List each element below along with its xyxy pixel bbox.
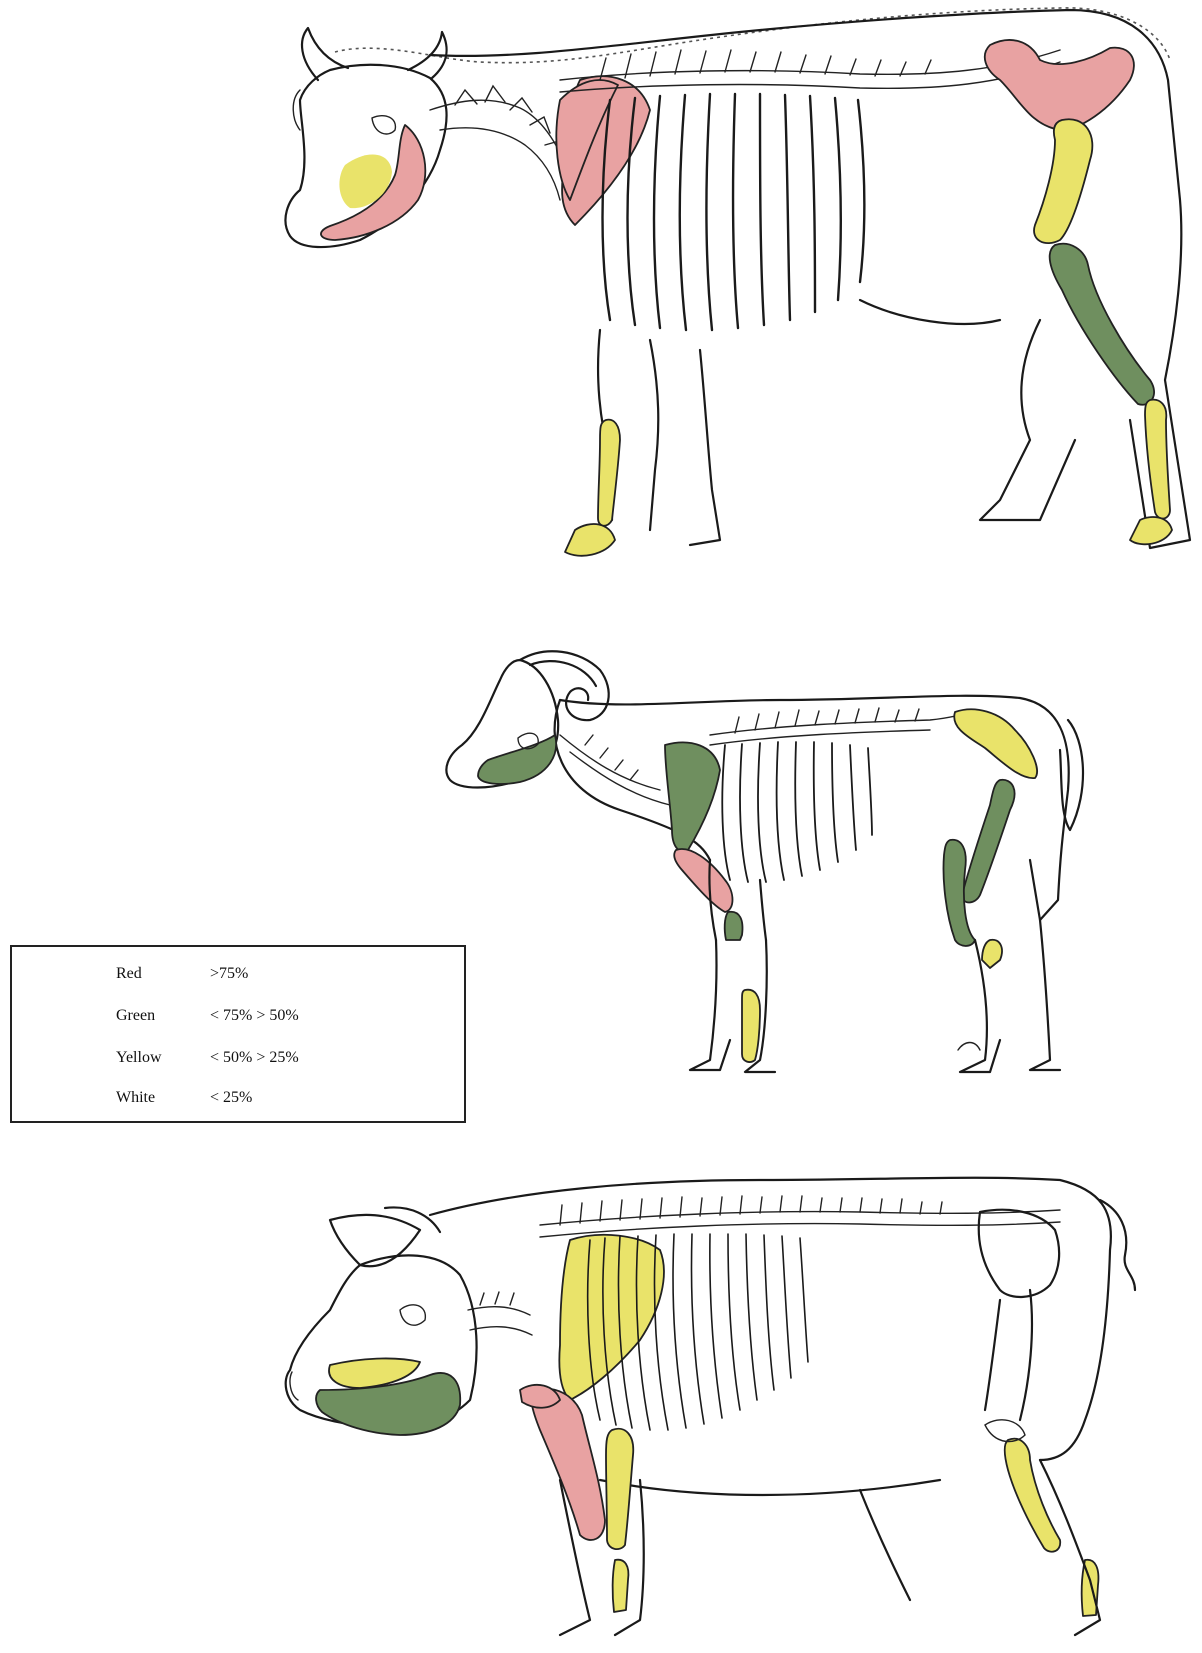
legend-value: >75% <box>210 965 248 983</box>
legend-row-white: White < 25% <box>12 1085 464 1115</box>
legend-label: White <box>116 1089 155 1107</box>
cow-illustration <box>0 0 1202 580</box>
legend-row-yellow: Yellow < 50% > 25% <box>12 1045 464 1075</box>
sheep-ribcage <box>722 742 872 882</box>
legend-box: Red >75% Green < 75% > 50% Yellow < 50% … <box>10 945 466 1123</box>
legend-label: Green <box>116 1007 155 1025</box>
sheep-illustration <box>0 620 1202 940</box>
legend-label: Red <box>116 965 142 983</box>
legend-value: < 50% > 25% <box>210 1049 299 1067</box>
pig-illustration <box>0 1160 1202 1650</box>
cow-vertebra-spines <box>600 50 931 80</box>
legend-row-green: Green < 75% > 50% <box>12 1003 464 1033</box>
legend-row-red: Red >75% <box>12 961 464 991</box>
legend-value: < 75% > 50% <box>210 1007 299 1025</box>
legend-label: Yellow <box>116 1049 162 1067</box>
legend-value: < 25% <box>210 1089 252 1107</box>
